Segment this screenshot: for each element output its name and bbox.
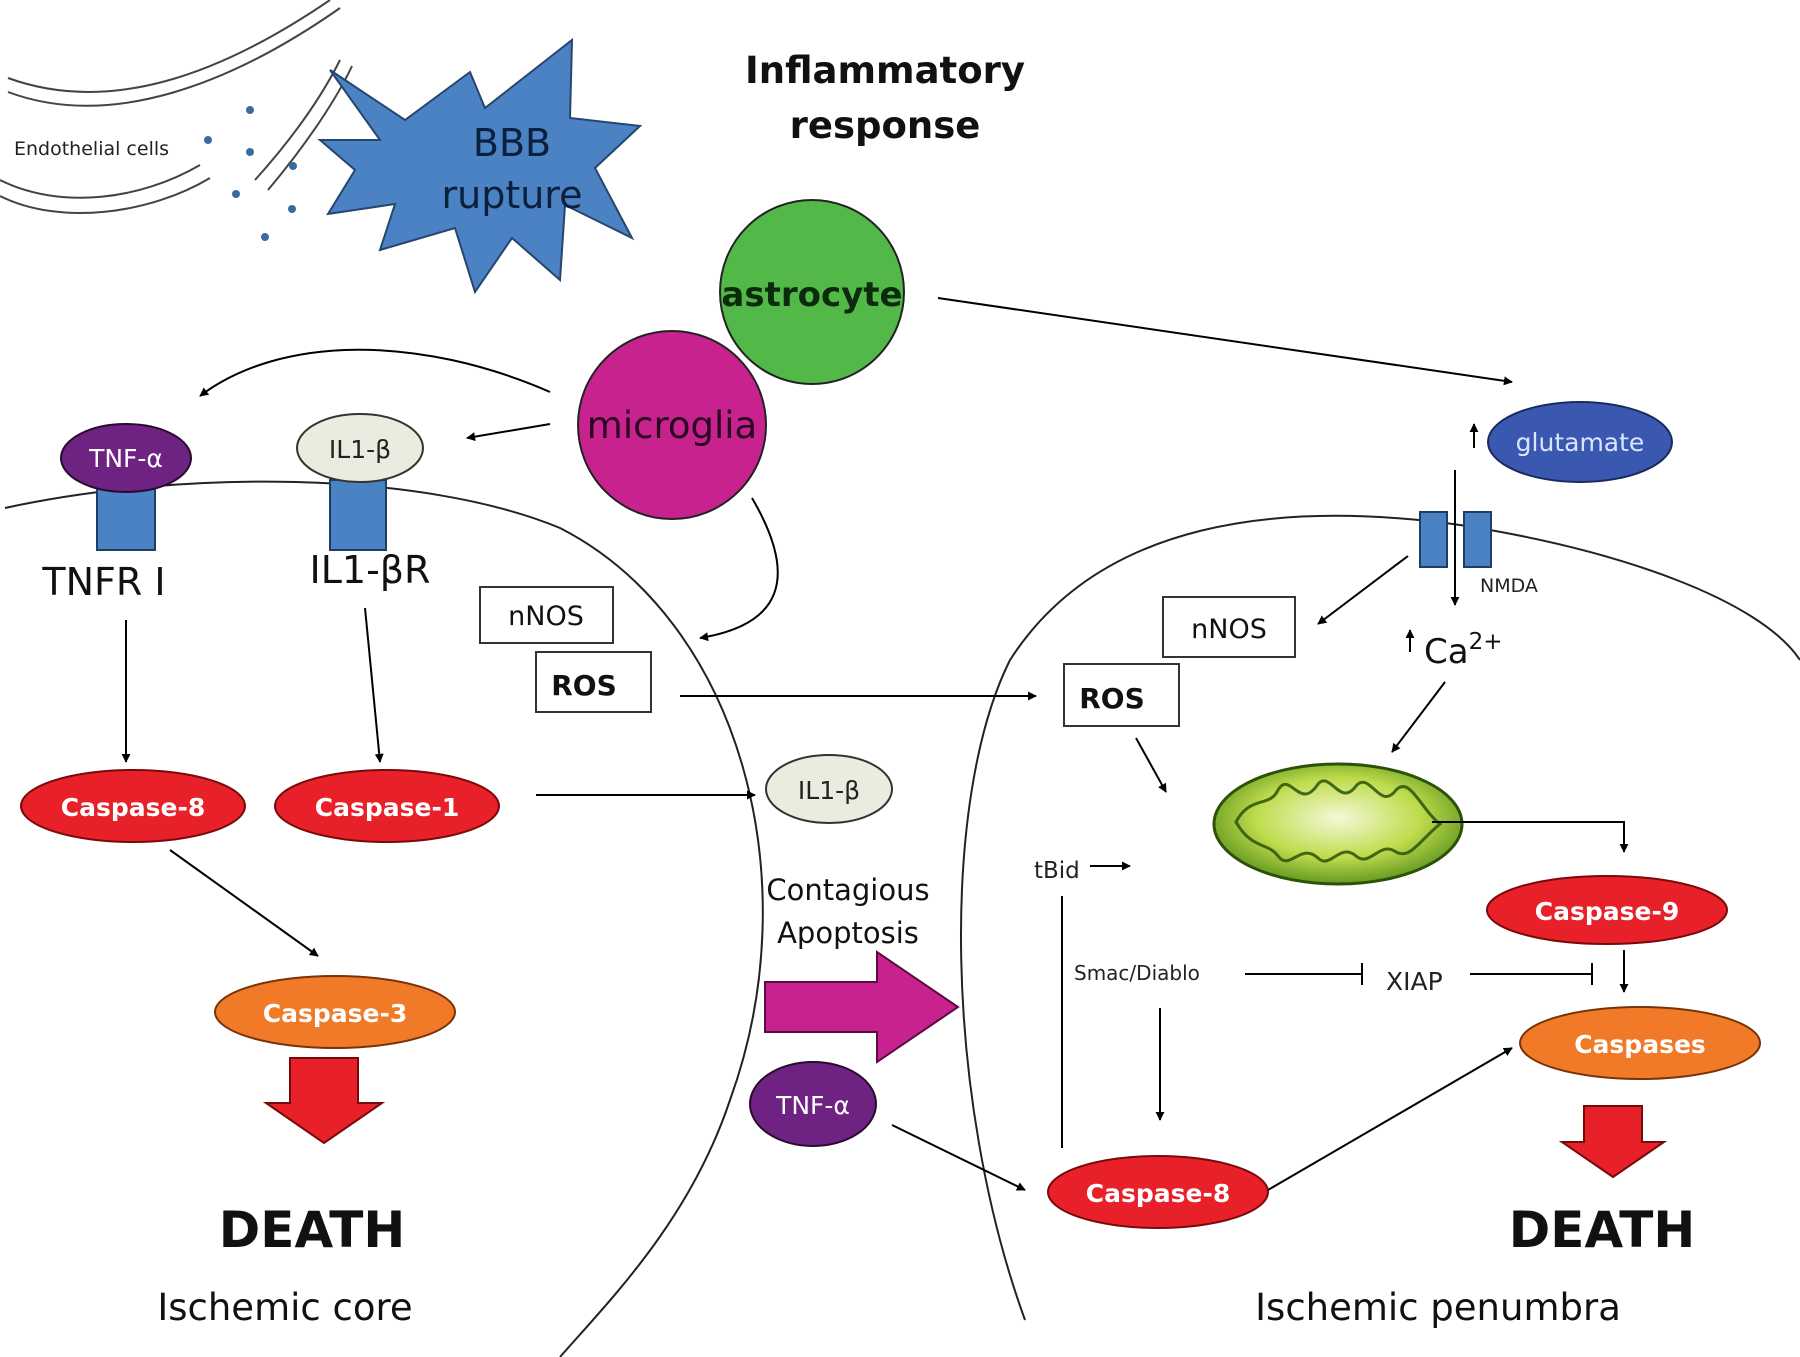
middle-tnf-alpha-label: TNF-α [775, 1091, 850, 1120]
arrow-caspase8-to-caspases [1267, 1047, 1513, 1191]
core-caspase-1 [274, 769, 500, 843]
penumbra-cell-membrane [960, 514, 1800, 1321]
core-caspase-1-label: Caspase-1 [315, 793, 459, 822]
arrow-caspase8-to-caspase3 [169, 849, 319, 957]
leaked-molecules [204, 106, 297, 241]
caspases [1519, 1006, 1761, 1080]
nmda-label: NMDA [1480, 575, 1538, 597]
il1b-ligand [296, 413, 424, 483]
released-il1b-label: IL1-β [798, 776, 860, 805]
arrow-mitochondrion-to-caspase9 [1432, 821, 1629, 853]
arrow-il1br-to-caspase1 [364, 607, 384, 763]
penumbra-caspase-8 [1047, 1155, 1269, 1229]
penumbra-ros-box [1063, 663, 1180, 727]
rupture-label: rupture [442, 173, 583, 217]
il1b-label: IL1-β [329, 435, 391, 464]
penumbra-ros-label: ROS [1079, 682, 1145, 715]
core-cell-membrane [4, 480, 764, 1357]
caspases-label: Caspases [1574, 1030, 1706, 1059]
microglia-cell [577, 330, 767, 520]
bbb-label: BBB [473, 121, 551, 165]
endothelial-cells: Endothelial cells [0, 0, 353, 241]
tnfr-label: TNFR I [41, 560, 165, 604]
arrow-microglia-to-il1b [466, 423, 551, 442]
penumbra-nnos-box [1162, 596, 1296, 658]
core-death-label: DEATH [219, 1201, 405, 1259]
tbid-label: tBid [1034, 858, 1080, 884]
inflammatory-response-title-line1: Inflammatory [745, 49, 1025, 92]
penumbra-death-arrow [1558, 1105, 1668, 1179]
ischemic-core-label: Ischemic core [157, 1286, 412, 1329]
xiap-label: XIAP [1386, 967, 1443, 996]
nmda-channel-right [1463, 511, 1492, 568]
tnf-alpha-label: TNF-α [88, 444, 163, 473]
caspase-9 [1486, 875, 1728, 945]
arrow-ros-to-mitochondrion [1135, 737, 1167, 793]
glutamate-label: glutamate [1516, 428, 1645, 457]
glutamate [1487, 401, 1673, 483]
mitochondrion [1212, 762, 1464, 886]
astrocyte-label: astrocyte [721, 275, 902, 315]
contagious-apoptosis-arrow [764, 950, 960, 1064]
apoptosis-label: Apoptosis [777, 916, 919, 950]
core-caspase-3 [214, 975, 456, 1049]
smac-diablo-label: Smac/Diablo [1074, 961, 1200, 985]
core-death-arrow [262, 1057, 386, 1145]
core-nnos-box [479, 586, 614, 644]
arrow-microglia-to-tnf [199, 348, 551, 397]
middle-tnf-alpha [749, 1061, 877, 1147]
inflammatory-response-title-line2: response [790, 104, 981, 147]
core-nnos-label: nNOS [508, 601, 584, 632]
arrow-nmda-to-nnos [1317, 555, 1409, 625]
penumbra-nnos-label: nNOS [1191, 614, 1267, 645]
core-ros-label: ROS [551, 669, 617, 702]
arrow-microglia-to-ros [699, 497, 779, 642]
released-il1b [765, 754, 893, 824]
tnf-alpha-ligand [60, 423, 192, 493]
il1br-label: IL1-βR [310, 548, 431, 592]
core-caspase-8-label: Caspase-8 [61, 793, 205, 822]
bbb-rupture-star [317, 37, 643, 295]
nmda-channel-left [1419, 511, 1448, 568]
arrow-calcium-to-mitochondrion [1391, 681, 1446, 753]
arrow-astrocyte-to-glutamate [937, 297, 1513, 386]
il1b-receptor [329, 479, 387, 551]
penumbra-caspase-8-label: Caspase-8 [1086, 1179, 1230, 1208]
caspase-9-label: Caspase-9 [1535, 897, 1679, 926]
astrocyte-cell [719, 199, 905, 385]
arrow-tnf-to-caspase8 [891, 1124, 1026, 1191]
ischemic-penumbra-label: Ischemic penumbra [1255, 1286, 1621, 1329]
core-ros-box [535, 651, 652, 713]
core-caspase-8 [20, 769, 246, 843]
contagious-label: Contagious [766, 873, 929, 907]
core-caspase-3-label: Caspase-3 [263, 999, 407, 1028]
microglia-label: microglia [587, 404, 757, 447]
endothelial-cells-label: Endothelial cells [14, 138, 169, 160]
calcium-label: Ca2+ [1424, 629, 1502, 672]
penumbra-death-label: DEATH [1509, 1201, 1695, 1259]
